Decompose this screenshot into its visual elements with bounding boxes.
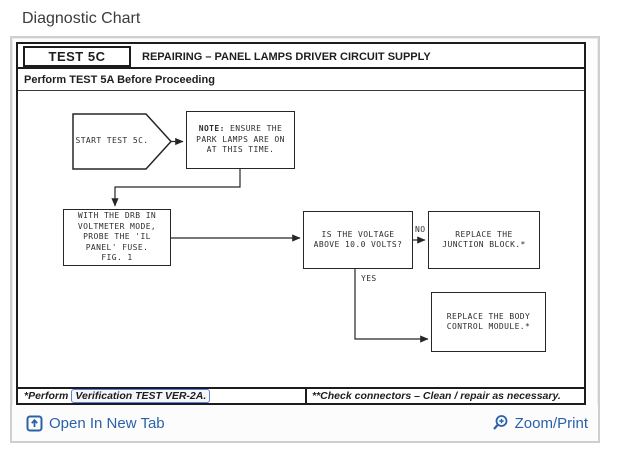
junction-line1: REPLACE THE <box>455 229 513 239</box>
zoom-print-label: Zoom/Print <box>514 414 588 432</box>
note-line1: NOTE: ENSURE THE <box>199 124 282 135</box>
flowchart-connectors <box>72 113 429 343</box>
decision-line2: ABOVE 10.0 VOLTS? <box>313 240 403 249</box>
subtitle-divider <box>18 90 584 91</box>
note-node: NOTE: ENSURE THE PARK LAMPS ARE ON AT TH… <box>186 111 295 169</box>
probe-line3: PROBE THE 'IL <box>83 232 151 242</box>
decision-line1: IS THE VOLTAGE <box>321 229 395 239</box>
footer-left-prefix: *Perform <box>24 390 69 402</box>
page-title: Diagnostic Chart <box>22 10 141 27</box>
note-line2: PARK LAMPS ARE ON <box>196 134 285 144</box>
action-bar: Open In New Tab Zoom/Print <box>12 405 598 441</box>
footer-note-left: *Perform Verification TEST VER-2A. <box>24 389 211 403</box>
chart-subtitle: Perform TEST 5A Before Proceeding <box>24 73 215 86</box>
probe-line1: WITH THE DRB IN <box>77 211 157 221</box>
diagnostic-chart-panel: TEST 5C REPAIRING – PANEL LAMPS DRIVER C… <box>10 36 600 443</box>
footer-divider-vertical <box>305 387 307 403</box>
open-in-new-tab-icon <box>26 415 43 432</box>
verification-test-link[interactable]: Verification TEST VER-2A. <box>71 389 211 403</box>
start-node: START TEST 5C. <box>73 114 151 169</box>
flowchart-sheet: TEST 5C REPAIRING – PANEL LAMPS DRIVER C… <box>16 42 586 405</box>
junction-block-node: REPLACE THE JUNCTION BLOCK.* <box>428 211 540 269</box>
footer-divider-top <box>18 387 584 389</box>
note-after: ENSURE THE <box>224 124 283 134</box>
zoom-print-magnifier-icon <box>491 414 509 432</box>
body-control-module-node: REPLACE THE BODY CONTROL MODULE.* <box>431 292 546 352</box>
header-divider <box>18 67 584 69</box>
test-id-box: TEST 5C <box>23 46 131 67</box>
voltage-decision-node: IS THE VOLTAGE ABOVE 10.0 VOLTS? <box>303 211 413 269</box>
junction-line2: JUNCTION BLOCK.* <box>442 240 526 249</box>
start-node-text: START TEST 5C. <box>75 136 149 146</box>
zoom-print-link[interactable]: Zoom/Print <box>491 414 588 432</box>
yes-branch-label: YES <box>361 274 377 283</box>
footer-note-right: **Check connectors – Clean / repair as n… <box>312 390 561 402</box>
probe-node: WITH THE DRB IN VOLTMETER MODE, PROBE TH… <box>63 209 171 266</box>
body-line1: REPLACE THE BODY <box>446 311 531 321</box>
note-line3: AT THIS TIME. <box>206 145 275 155</box>
start-pentagon-shape <box>72 113 173 170</box>
no-branch-label: NO <box>415 225 426 234</box>
probe-line4: PANEL' FUSE. <box>85 242 149 252</box>
open-in-new-tab-link[interactable]: Open In New Tab <box>26 415 165 432</box>
body-line2: CONTROL MODULE.* <box>446 322 531 331</box>
open-in-new-tab-label: Open In New Tab <box>49 414 165 432</box>
note-bold: NOTE: <box>198 124 225 134</box>
probe-line5: FIG. 1 <box>101 253 133 263</box>
test-id-label: TEST 5C <box>48 49 106 64</box>
probe-line2: VOLTMETER MODE, <box>77 221 157 231</box>
chart-title: REPAIRING – PANEL LAMPS DRIVER CIRCUIT S… <box>142 50 431 63</box>
